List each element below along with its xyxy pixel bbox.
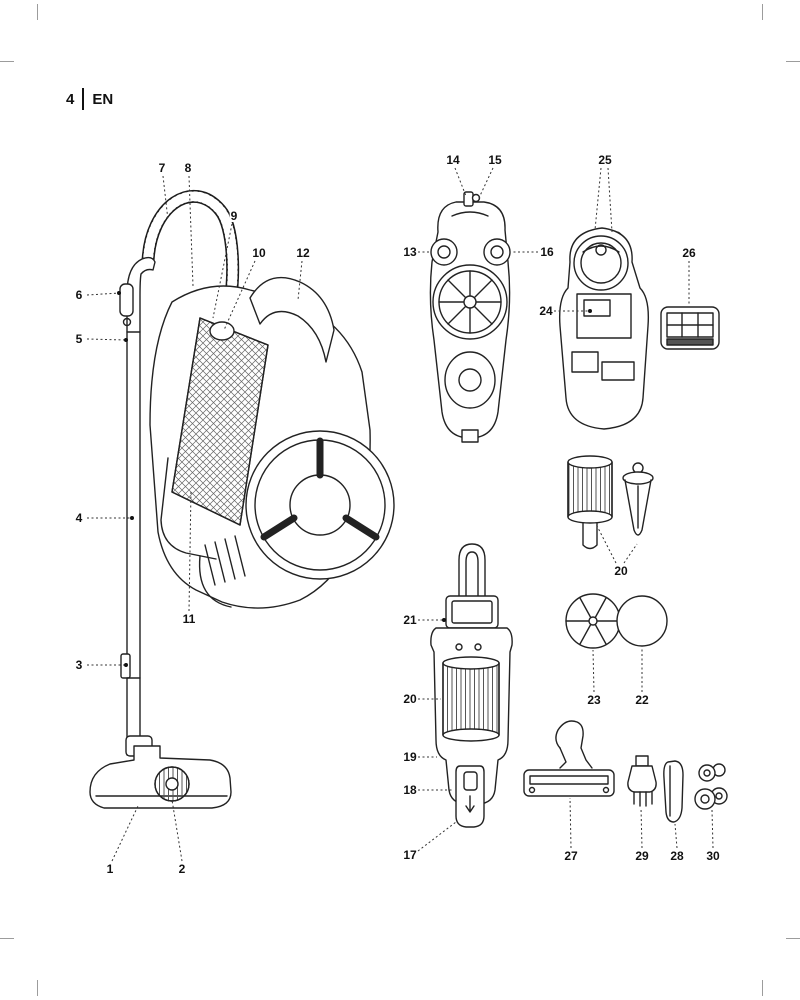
callout-21: 21 (402, 613, 418, 627)
vent-lines (204, 535, 246, 586)
crop-mark (786, 938, 800, 939)
spoke-disc-filter (565, 593, 621, 649)
header-divider (82, 88, 85, 110)
callout-26: 26 (681, 246, 697, 260)
callout-28: 28 (669, 849, 685, 863)
crop-mark (762, 980, 763, 996)
hose (141, 189, 240, 319)
motor-unit-rear (558, 227, 650, 430)
callout-8: 8 (183, 161, 193, 175)
wand (119, 256, 156, 756)
leader-lines (86, 167, 714, 862)
page-language: EN (92, 90, 114, 108)
callout-27: 27 (563, 849, 579, 863)
callout-23: 23 (586, 693, 602, 707)
callout-6: 6 (74, 288, 84, 302)
right-port (483, 238, 511, 266)
motor-unit-front (429, 191, 511, 443)
parquet-brush (523, 720, 615, 797)
callout-19: 19 (402, 750, 418, 764)
cord-reel (573, 235, 629, 291)
callout-2: 2 (177, 862, 187, 876)
callout-13: 13 (402, 245, 418, 259)
carry-handle (249, 276, 335, 363)
crop-mark (786, 61, 800, 62)
callout-1: 1 (105, 862, 115, 876)
container-filter-mesh (442, 662, 500, 736)
callout-12: 12 (295, 246, 311, 260)
rear-wheel (245, 430, 395, 580)
callout-30: 30 (705, 849, 721, 863)
crop-mark (0, 938, 14, 939)
page-number: 4 (66, 90, 75, 108)
dust-container (430, 543, 513, 828)
crop-mark (762, 4, 763, 20)
callout-29: 29 (634, 849, 650, 863)
left-port (430, 238, 458, 266)
callout-7: 7 (157, 161, 167, 175)
grip-pad (119, 283, 134, 317)
callout-17: 17 (402, 848, 418, 862)
outlet-filter (660, 306, 720, 350)
foam-disc-filter (616, 595, 668, 647)
crevice-tool (663, 760, 684, 823)
callout-3: 3 (74, 658, 84, 672)
callout-22: 22 (634, 693, 650, 707)
page-header: 4 EN (66, 88, 113, 110)
callout-15: 15 (487, 153, 503, 167)
hose-inlet (209, 321, 235, 341)
callout-20b: 20 (613, 564, 629, 578)
callout-14: 14 (445, 153, 461, 167)
crop-mark (0, 61, 14, 62)
crop-mark (37, 980, 38, 996)
callout-25: 25 (597, 153, 613, 167)
callout-20a: 20 (402, 692, 418, 706)
callout-9: 9 (229, 209, 239, 223)
caster-wheels (694, 763, 728, 810)
callout-5: 5 (74, 332, 84, 346)
callout-16: 16 (539, 245, 555, 259)
callout-24: 24 (538, 304, 554, 318)
callout-4: 4 (74, 511, 84, 525)
upholstery-nozzle (627, 755, 657, 807)
callout-18: 18 (402, 783, 418, 797)
filter-cartridge (567, 455, 654, 550)
callout-11: 11 (181, 612, 197, 626)
crop-mark (37, 4, 38, 20)
callout-10: 10 (251, 246, 267, 260)
leader-dots (117, 291, 592, 667)
floor-nozzle (89, 735, 232, 809)
